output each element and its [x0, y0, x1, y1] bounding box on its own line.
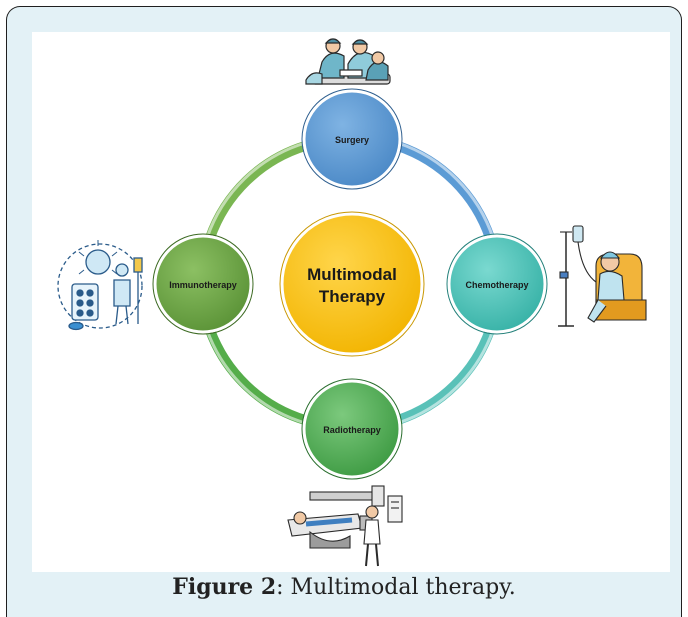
chemotherapy-label: Chemotherapy	[465, 280, 528, 290]
chemotherapy-node: Chemotherapy	[446, 233, 548, 335]
ring-connectors	[205, 141, 495, 425]
immunotherapy-icon	[57, 240, 143, 331]
arc-radiotherapy-immunotherapy	[205, 325, 310, 425]
caption-text: : Multimodal therapy.	[276, 575, 516, 600]
immunotherapy-label: Immunotherapy	[169, 280, 237, 290]
arc-surgery-chemotherapy	[393, 141, 495, 243]
surgery-label: Surgery	[335, 135, 369, 145]
center-label-line1: Multimodal	[307, 265, 397, 284]
chemotherapy-patient-icon	[558, 225, 647, 327]
arc-immunotherapy-surgery	[205, 141, 310, 243]
center-label-line2: Therapy	[319, 287, 386, 306]
radiotherapy-label: Radiotherapy	[323, 425, 381, 435]
figure-caption: Figure 2: Multimodal therapy.	[0, 574, 688, 600]
surgery-team-icon	[305, 38, 391, 85]
caption-figure-label: Figure 2	[172, 574, 277, 600]
ring-highlights	[205, 141, 495, 425]
immunotherapy-node: Immunotherapy	[152, 233, 254, 335]
center-node: Multimodal Therapy	[279, 211, 425, 357]
radiotherapy-machine-icon	[287, 485, 403, 567]
surgery-node: Surgery	[301, 88, 403, 190]
radiotherapy-node: Radiotherapy	[301, 378, 403, 480]
arc-chemotherapy-radiotherapy	[393, 325, 495, 425]
